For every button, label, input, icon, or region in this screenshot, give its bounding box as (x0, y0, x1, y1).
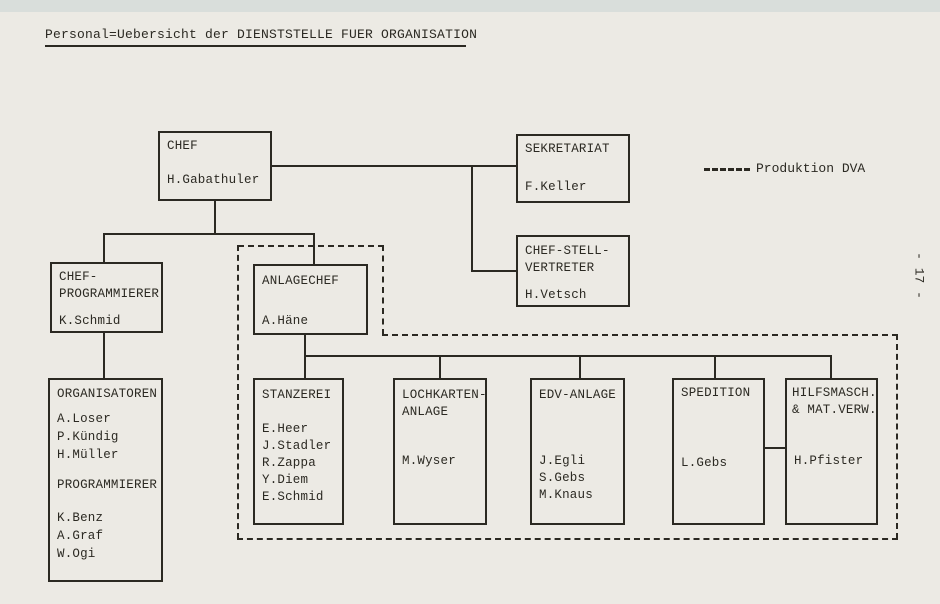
person-name: A.Graf (57, 529, 104, 543)
person-name: J.Stadler (262, 439, 332, 453)
dashed-boundary-right (896, 334, 898, 539)
person-name: K.Benz (57, 511, 104, 525)
connector-to-organisatoren (103, 333, 105, 379)
connector-branch-bottom (304, 355, 832, 357)
box-title: EDV-ANLAGE (539, 388, 617, 402)
box-title: VERTRETER (525, 261, 595, 275)
box-title: CHEF- (59, 270, 98, 284)
legend-label: Produktion DVA (756, 161, 866, 176)
box-title: HILFSMASCH. (792, 386, 877, 400)
box-subtitle: PROGRAMMIERER (57, 478, 158, 492)
page-number: - 17 - (911, 252, 927, 299)
person-name: W.Ogi (57, 547, 96, 561)
org-box-sekretariat: SEKRETARIAT F.Keller (516, 134, 630, 203)
box-title: PROGRAMMIERER (59, 287, 160, 301)
dashed-boundary-top (238, 245, 384, 247)
box-title: CHEF (167, 139, 198, 153)
org-box-chef: CHEF H.Gabathuler (158, 131, 272, 201)
connector-anlagechef-down (304, 335, 306, 357)
org-box-spedition: SPEDITION L.Gebs (672, 378, 765, 525)
person-name: Y.Diem (262, 473, 309, 487)
person-name: S.Gebs (539, 471, 586, 485)
person-name: L.Gebs (681, 456, 728, 470)
dashed-boundary-left (237, 245, 239, 539)
connector-to-lochkarten (439, 355, 441, 379)
connector-spedition-hilfsmasch (765, 447, 785, 449)
person-name: E.Heer (262, 422, 309, 436)
org-box-stanzerei: STANZEREI E.Heer J.Stadler R.Zappa Y.Die… (253, 378, 344, 525)
box-title: ANLAGE (402, 405, 449, 419)
connector-to-edv (579, 355, 581, 379)
box-title: ANLAGECHEF (262, 274, 340, 288)
person-name: H.Müller (57, 448, 119, 462)
org-box-chef-programmierer: CHEF- PROGRAMMIERER K.Schmid (50, 262, 163, 333)
person-name: F.Keller (525, 180, 587, 194)
person-name: A.Loser (57, 412, 111, 426)
dashed-boundary-middle (382, 334, 898, 336)
box-title: SPEDITION (681, 386, 751, 400)
connector-into-stellvertreter (471, 270, 516, 272)
box-title: STANZEREI (262, 388, 332, 402)
org-box-organisatoren: ORGANISATOREN A.Loser P.Kündig H.Müller … (48, 378, 163, 582)
box-title: CHEF-STELL- (525, 244, 610, 258)
person-name: M.Knaus (539, 488, 593, 502)
person-name: K.Schmid (59, 314, 121, 328)
person-name: A.Häne (262, 314, 309, 328)
person-name: P.Kündig (57, 430, 119, 444)
person-name: M.Wyser (402, 454, 456, 468)
connector-to-hilfsmasch (830, 355, 832, 379)
connector-down-to-stellvertreter (471, 165, 473, 272)
dashed-boundary-bottom (237, 538, 898, 540)
person-name: H.Gabathuler (167, 173, 260, 187)
box-title: ORGANISATOREN (57, 387, 158, 401)
person-name: E.Schmid (262, 490, 324, 504)
connector-to-stanzerei (304, 355, 306, 379)
dashed-line-sample-icon (704, 168, 750, 171)
box-title: SEKRETARIAT (525, 142, 610, 156)
org-box-anlagechef: ANLAGECHEF A.Häne (253, 264, 368, 335)
connector-to-spedition (714, 355, 716, 379)
connector-to-anlagechef (313, 233, 315, 266)
person-name: R.Zappa (262, 456, 316, 470)
org-box-lochkarten-anlage: LOCHKARTEN- ANLAGE M.Wyser (393, 378, 487, 525)
person-name: H.Vetsch (525, 288, 587, 302)
connector-chef-down (214, 201, 216, 235)
connector-branch-top (103, 233, 315, 235)
person-name: H.Pfister (794, 454, 864, 468)
person-name: J.Egli (539, 454, 586, 468)
title-underline (45, 45, 466, 47)
org-box-hilfsmasch: HILFSMASCH. & MAT.VERW. H.Pfister (785, 378, 878, 525)
connector-to-chefprogrammierer (103, 233, 105, 264)
org-box-edv-anlage: EDV-ANLAGE J.Egli S.Gebs M.Knaus (530, 378, 625, 525)
page-title: Personal=Uebersicht der DIENSTSTELLE FUE… (45, 27, 478, 42)
dashed-boundary-inner-right (382, 245, 384, 335)
scan-edge-band (0, 0, 940, 12)
connector-chef-sekretariat (272, 165, 516, 167)
org-box-chef-stellvertreter: CHEF-STELL- VERTRETER H.Vetsch (516, 235, 630, 307)
box-title: & MAT.VERW. (792, 403, 877, 417)
box-title: LOCHKARTEN- (402, 388, 487, 402)
